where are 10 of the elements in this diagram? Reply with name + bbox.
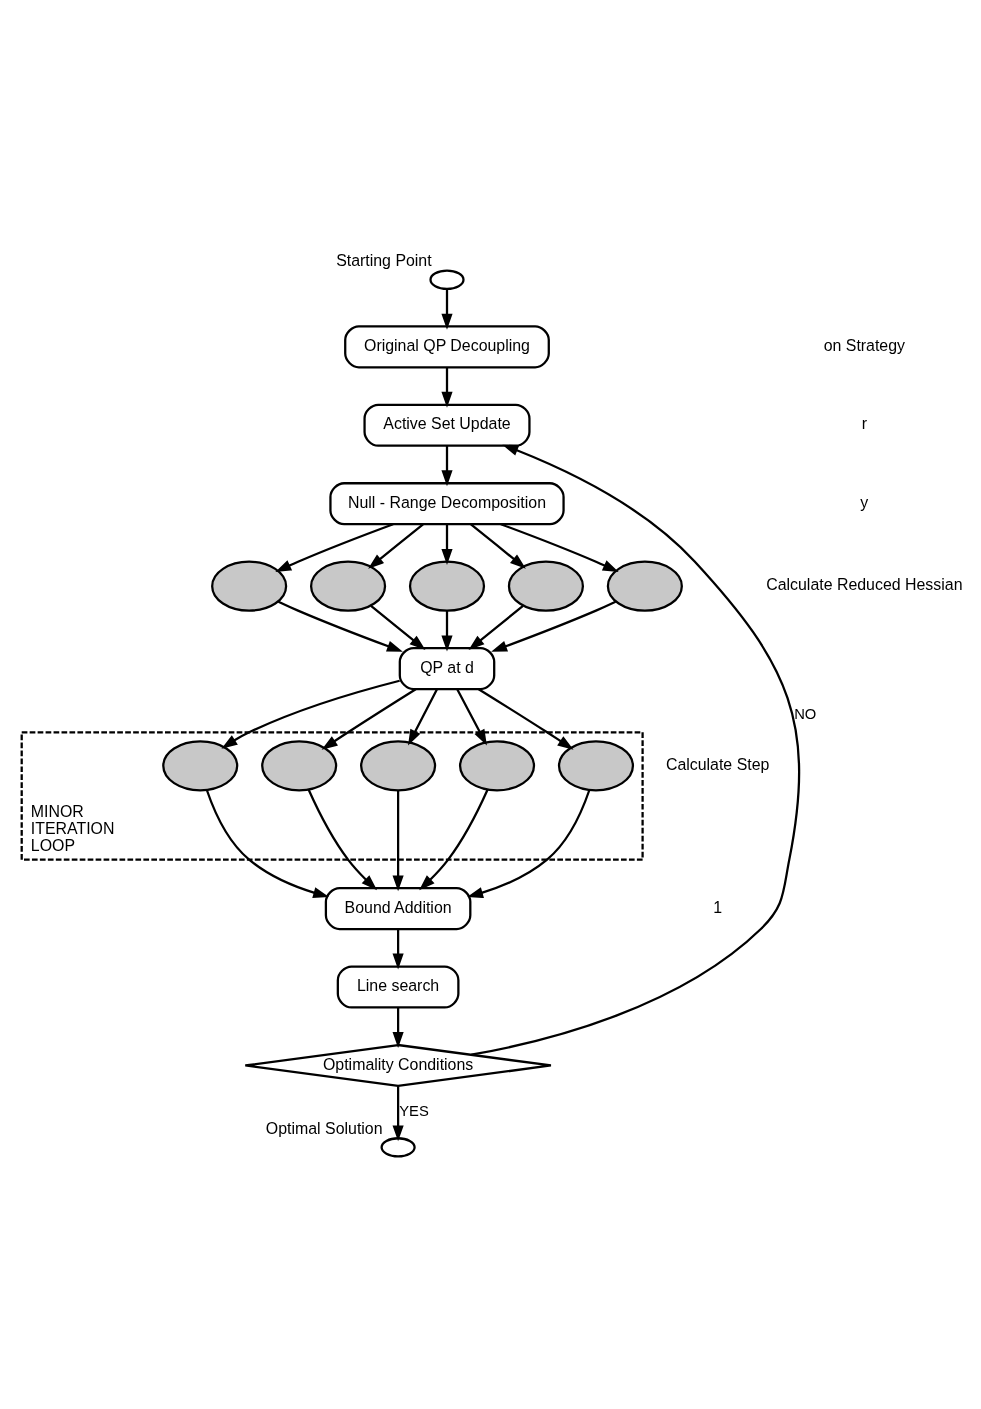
edge-label: NO	[794, 705, 817, 722]
edge-label: YES	[399, 1102, 429, 1119]
label: 1	[713, 898, 723, 916]
label: y	[860, 493, 869, 511]
label: Calculate Reduced Hessian	[766, 575, 963, 593]
label: r	[861, 414, 867, 432]
node-label: Optimal Solution	[265, 1119, 383, 1137]
node-label: Starting Point	[336, 251, 432, 269]
label: Calculate Step	[665, 755, 770, 773]
label: on Strategy	[823, 336, 906, 354]
